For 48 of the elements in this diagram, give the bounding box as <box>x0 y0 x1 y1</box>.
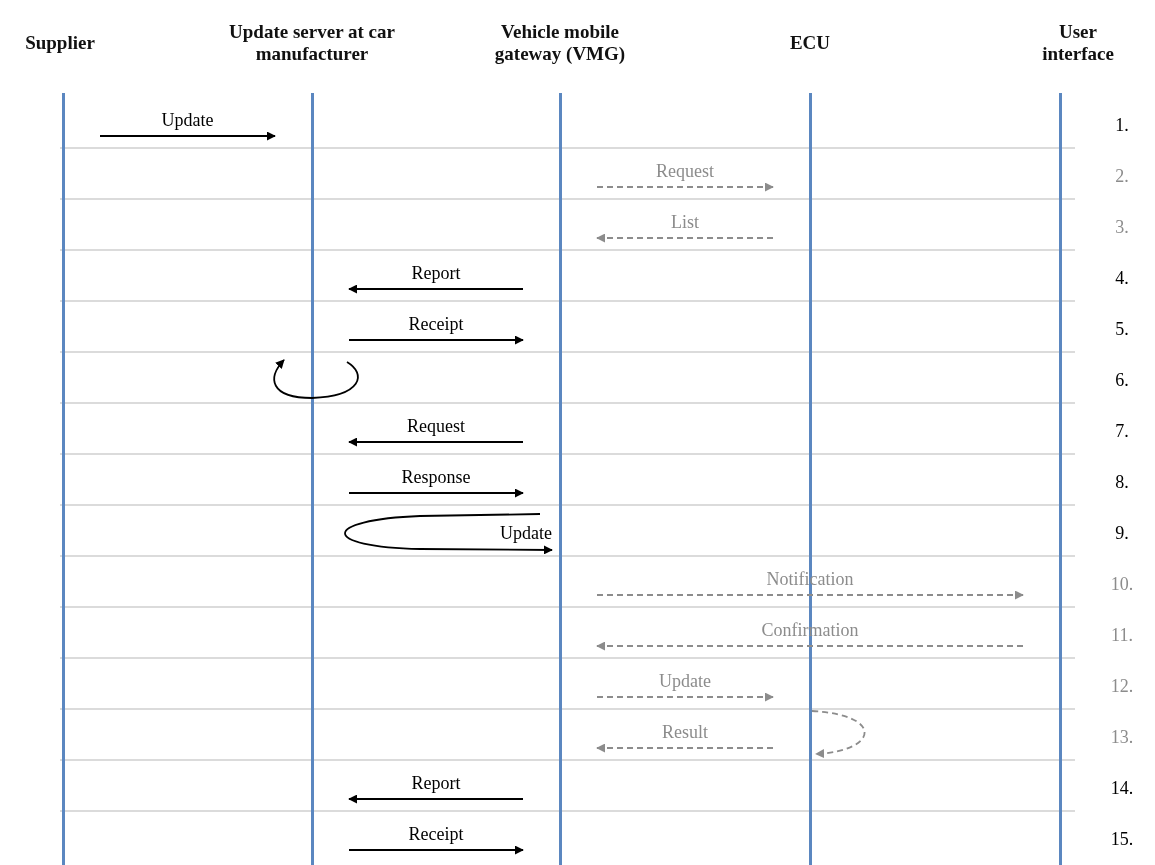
message-label: Update <box>659 672 711 690</box>
message-label: Response <box>401 468 471 486</box>
message-arrow <box>596 233 774 243</box>
message-label: Receipt <box>408 315 464 333</box>
message-arrow <box>348 488 524 498</box>
participant-name: Vehicle mobile gateway (VMG) <box>493 21 627 65</box>
participant-name: ECU <box>789 32 831 54</box>
message-arrow <box>596 743 774 753</box>
self-message-arrow <box>811 710 866 758</box>
message-arrow <box>348 437 524 447</box>
message-label: Receipt <box>408 825 464 843</box>
message-arrow <box>348 845 524 855</box>
message-arrow <box>596 182 774 192</box>
message-label: Request <box>407 417 465 435</box>
step-number: 12. <box>1110 677 1134 695</box>
participant-name: User interface <box>1041 21 1115 65</box>
step-number: 10. <box>1110 575 1134 593</box>
message-arrow <box>596 692 774 702</box>
message-label: Result <box>662 723 708 741</box>
self-message-arrow <box>344 513 553 555</box>
step-number: 7. <box>1115 422 1129 440</box>
self-message-arrow <box>273 359 359 399</box>
step-number: 14. <box>1110 779 1134 797</box>
message-label: List <box>671 213 699 231</box>
message-label: Report <box>411 264 461 282</box>
step-number: 5. <box>1115 320 1129 338</box>
message-arrow <box>348 335 524 345</box>
message-label: Request <box>656 162 714 180</box>
step-number: 15. <box>1110 830 1134 848</box>
message-label: Update <box>500 524 552 542</box>
step-number: 6. <box>1115 371 1129 389</box>
participant-name: Supplier <box>25 32 95 54</box>
step-number: 4. <box>1115 269 1129 287</box>
message-arrow <box>348 284 524 294</box>
message-arrow <box>596 641 1024 651</box>
step-number: 2. <box>1115 167 1129 185</box>
message-arrow <box>596 590 1024 600</box>
message-arrow <box>348 794 524 804</box>
step-number: 8. <box>1115 473 1129 491</box>
step-number: 3. <box>1115 218 1129 236</box>
participant-name: Update server at car manufacturer <box>228 21 396 65</box>
step-number: 9. <box>1115 524 1129 542</box>
step-number: 11. <box>1111 626 1133 644</box>
step-number: 13. <box>1110 728 1134 746</box>
message-label: Report <box>411 774 461 792</box>
message-arrow <box>99 131 276 141</box>
message-label: Update <box>161 111 214 129</box>
step-number: 1. <box>1115 116 1129 134</box>
